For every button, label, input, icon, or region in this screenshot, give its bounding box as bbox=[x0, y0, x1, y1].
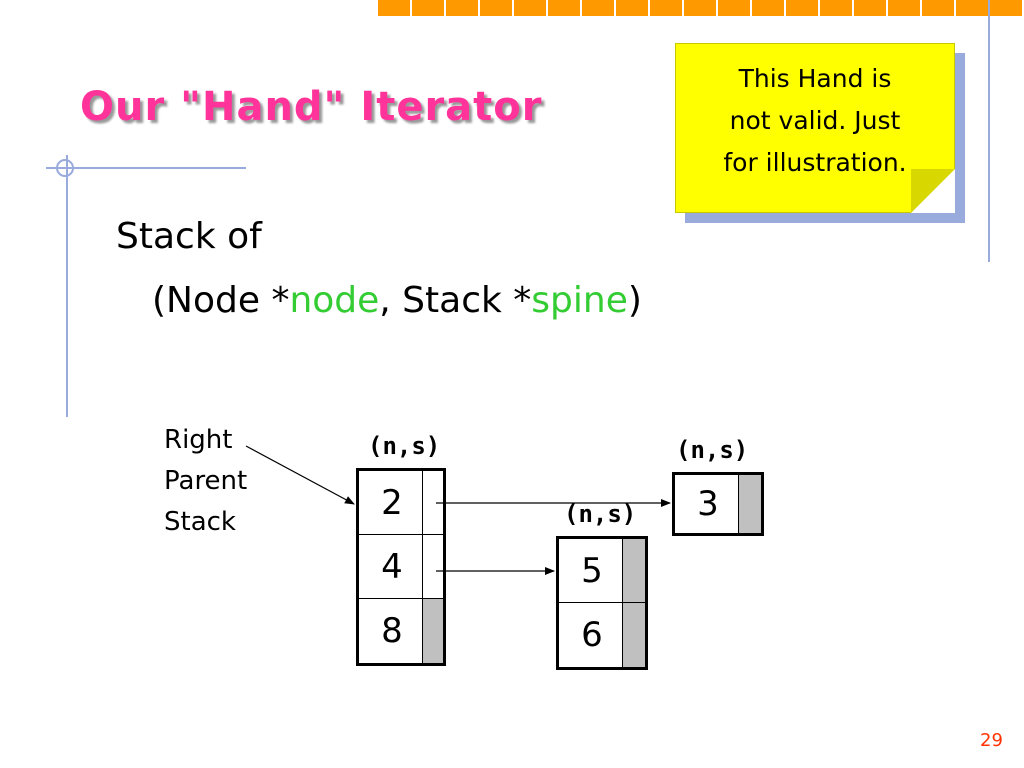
label-line: Parent bbox=[164, 466, 248, 496]
title-underline bbox=[46, 167, 246, 169]
note-line: This Hand is bbox=[738, 64, 892, 93]
node-value: 5 bbox=[581, 550, 603, 591]
right-parent-stack-label: Right Parent Stack bbox=[164, 420, 247, 543]
label-line: Stack bbox=[164, 507, 236, 537]
stack-entry: 8 bbox=[359, 599, 443, 663]
null-pointer-cell bbox=[622, 539, 645, 602]
null-pointer-cell bbox=[738, 475, 761, 533]
body-line-node-spine: (Node *node, Stack *spine) bbox=[152, 280, 642, 321]
stack-box-right: 3 bbox=[672, 472, 764, 536]
stack-entry: 2 bbox=[359, 471, 443, 535]
stack-entry: 5 bbox=[559, 539, 645, 603]
code-mid: , Stack * bbox=[379, 280, 532, 321]
spine-pointer-cell bbox=[422, 471, 443, 534]
keyword-node: node bbox=[289, 280, 380, 321]
note-fold-corner bbox=[911, 169, 955, 213]
node-value: 3 bbox=[697, 484, 719, 524]
stack-entry: 4 bbox=[359, 535, 443, 599]
label-to-stack-arrow bbox=[245, 445, 355, 505]
null-pointer-cell bbox=[622, 603, 645, 667]
stack-box-primary: 2 4 8 bbox=[356, 468, 446, 666]
slide-title: Our "Hand" Iterator bbox=[80, 84, 543, 130]
code-open: (Node * bbox=[152, 280, 290, 321]
note-text: This Hand is not valid. Just for illustr… bbox=[676, 58, 954, 184]
left-frame-line bbox=[66, 155, 68, 417]
stack-box-middle: 5 6 bbox=[556, 536, 648, 670]
stack-entry: 3 bbox=[675, 475, 761, 533]
code-close: ) bbox=[627, 280, 642, 321]
node-value: 2 bbox=[381, 482, 403, 523]
stack-caption: (n,s) bbox=[676, 436, 749, 464]
stack-caption: (n,s) bbox=[368, 432, 441, 460]
note-line: for illustration. bbox=[723, 148, 907, 177]
node-value: 6 bbox=[581, 615, 603, 655]
stack-caption: (n,s) bbox=[564, 500, 637, 528]
node-value: 4 bbox=[381, 546, 403, 587]
body-line-stack-of: Stack of bbox=[116, 216, 262, 257]
spine-pointer-cell bbox=[422, 535, 443, 598]
frame-circle-icon bbox=[56, 159, 74, 177]
keyword-spine: spine bbox=[531, 280, 628, 321]
page-number: 29 bbox=[980, 730, 1003, 751]
note-line: not valid. Just bbox=[729, 106, 901, 135]
stack-entry: 6 bbox=[559, 603, 645, 667]
null-pointer-cell bbox=[422, 599, 443, 663]
node-value: 8 bbox=[381, 611, 403, 651]
sticky-note: This Hand is not valid. Just for illustr… bbox=[675, 43, 955, 213]
label-line: Right bbox=[164, 425, 233, 455]
right-frame-line bbox=[988, 0, 990, 262]
top-decoration-bar bbox=[378, 0, 1024, 16]
